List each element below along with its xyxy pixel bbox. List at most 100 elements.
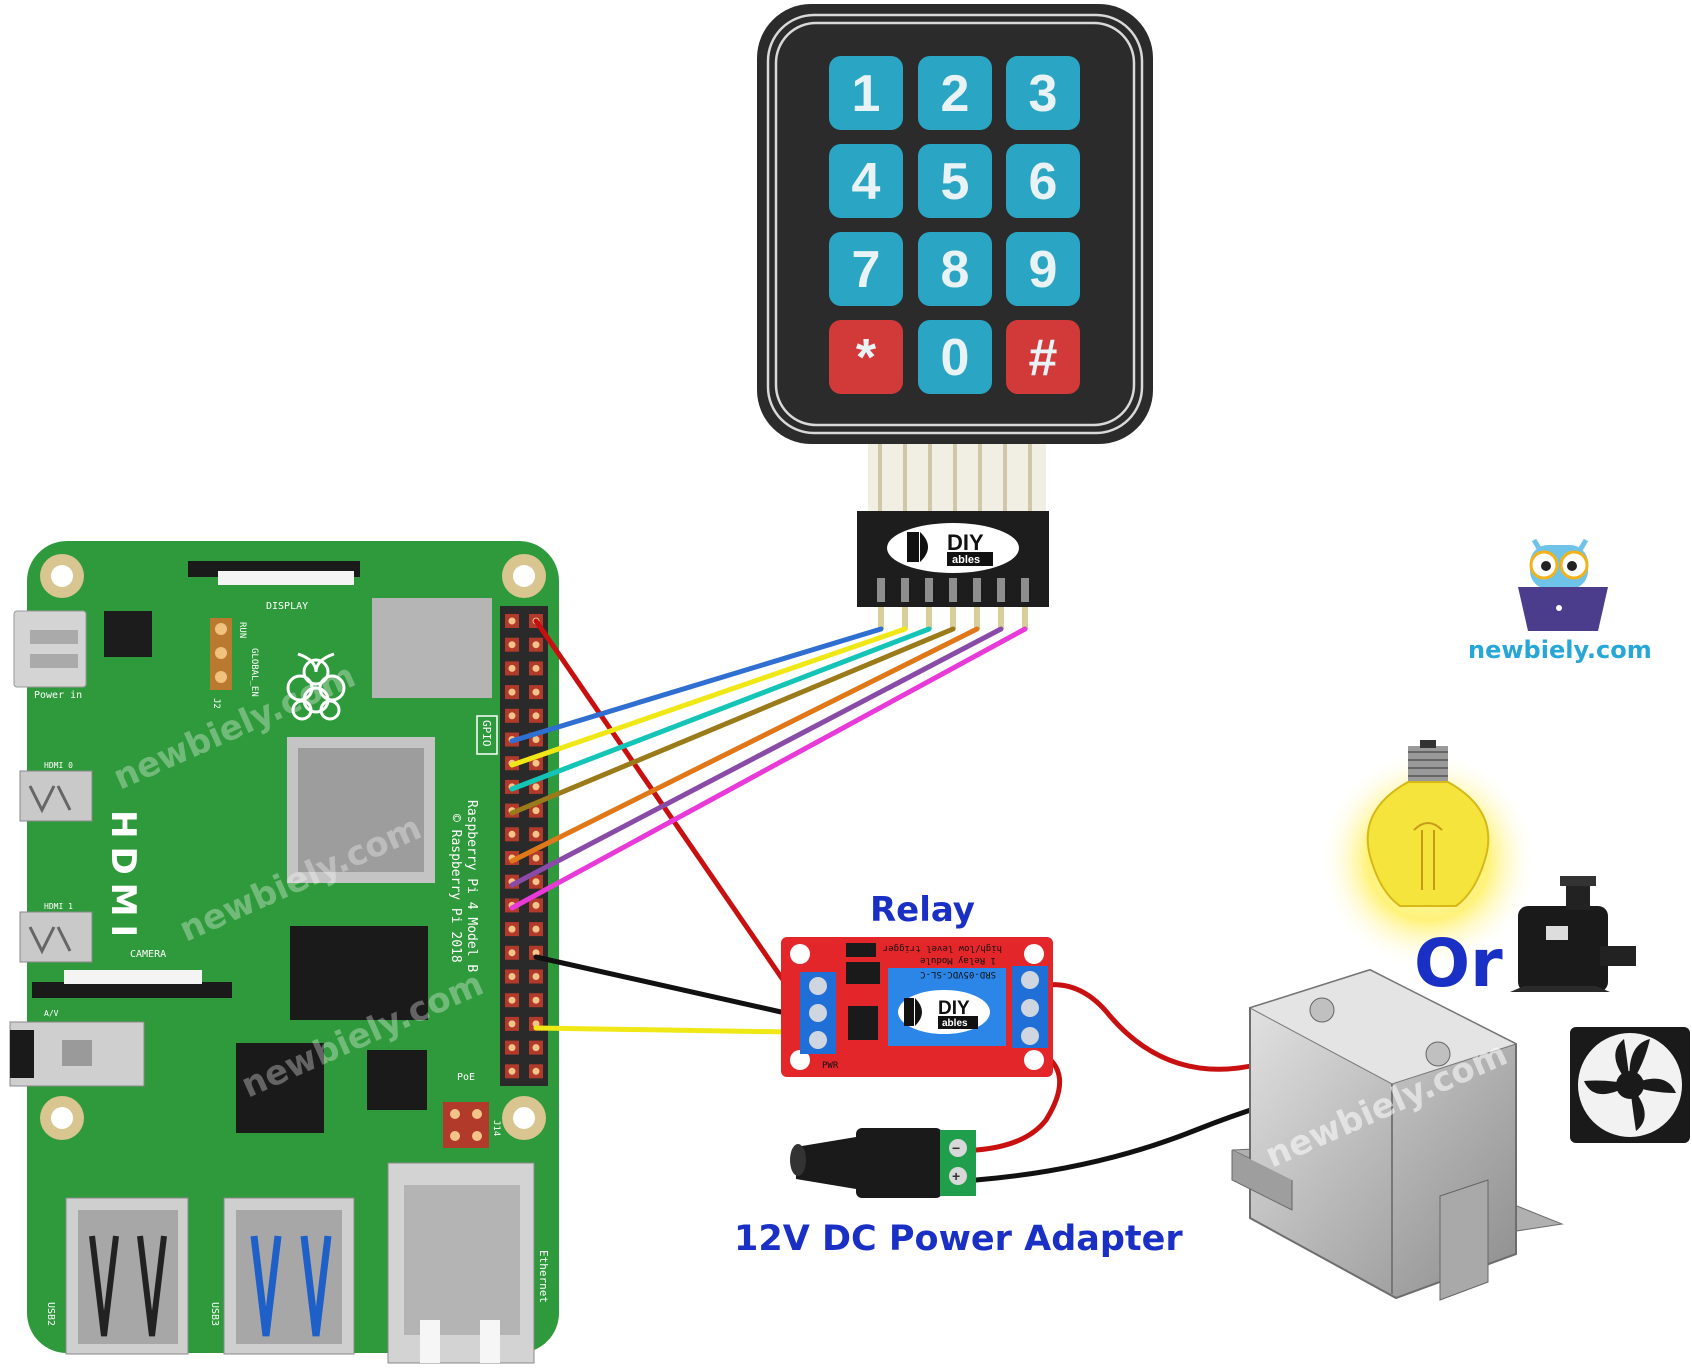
- fan-icon: [1570, 1027, 1690, 1143]
- power-in-port: [13, 610, 87, 688]
- key-6[interactable]: 6: [1006, 144, 1080, 218]
- j2-label: J2: [211, 698, 221, 709]
- hdmi0-port: [19, 770, 93, 822]
- keypad-logo-top: DIY: [947, 530, 984, 555]
- power-adapter-label: 12V DC Power Adapter: [734, 1219, 1183, 1259]
- connector-lead: [878, 607, 884, 629]
- wire-olive: [509, 626, 956, 816]
- keypad-logo-bottom: ables: [952, 554, 980, 566]
- wire-cyan: [509, 626, 932, 792]
- wire-magenta: [509, 626, 1028, 911]
- j14-label: J14: [491, 1120, 501, 1136]
- poe-header: [443, 1102, 489, 1148]
- relay-part: SRD-05VDC-SL-C: [920, 969, 996, 979]
- connector-lead: [950, 607, 956, 629]
- gpio-header: [500, 606, 548, 1086]
- wire-black-gnd: [533, 954, 793, 1017]
- model-line2: © Raspberry Pi 2018: [448, 814, 463, 963]
- run-label: RUN: [237, 622, 247, 638]
- key-9[interactable]: 9: [1006, 232, 1080, 306]
- ram-chip: [290, 926, 428, 1020]
- hdmi1-port: [19, 911, 93, 963]
- wire-yellow: [509, 626, 908, 768]
- ethernet-port: [387, 1162, 535, 1364]
- wire-purple: [509, 626, 1004, 888]
- mounting-holes: [40, 554, 546, 1140]
- wire-blue: [509, 626, 884, 744]
- wire-red-adapter: [973, 1049, 1062, 1153]
- wire-black-adapter-lock: [973, 1097, 1285, 1183]
- relay-label: Relay: [870, 890, 975, 930]
- svg-text:+: +: [952, 1168, 960, 1184]
- key-2[interactable]: 2: [918, 56, 992, 130]
- gpio-label: GPIO: [480, 720, 493, 747]
- connector-pin: [997, 578, 1005, 602]
- connector-pin: [901, 578, 909, 602]
- usb2-label: USB2: [45, 1302, 56, 1326]
- key-label: 3: [1029, 65, 1058, 123]
- key-label: 1: [852, 65, 881, 123]
- dc-jack-icon: − +: [790, 1128, 976, 1198]
- connector-lead: [1022, 607, 1028, 629]
- key-4[interactable]: 4: [829, 144, 903, 218]
- hdmi1-label: HDMI 1: [44, 902, 73, 911]
- usb-controller-chip: [236, 1043, 324, 1133]
- connector-lead: [902, 607, 908, 629]
- owl-laptop-icon: [1518, 538, 1608, 631]
- raspberry-logo-icon: [286, 652, 346, 721]
- or-label: Or: [1414, 925, 1503, 1002]
- relay-logo-bottom: ables: [942, 1018, 968, 1029]
- key-1[interactable]: 1: [829, 56, 903, 130]
- wire-red-com-lock: [1037, 982, 1263, 1072]
- key-7[interactable]: 7: [829, 232, 903, 306]
- connector-pin: [949, 578, 957, 602]
- brand-site-label: newbiely.com: [1468, 636, 1652, 664]
- solenoid-lock-icon: newbiely.com: [1231, 968, 1564, 1301]
- display-label: DISPLAY: [266, 601, 308, 612]
- key-label: 2: [941, 65, 970, 123]
- relay-module: SRD-05VDC-SL-C DIY ables 1 Relay Module …: [781, 937, 1053, 1077]
- model-line1: Raspberry Pi 4 Model B: [464, 800, 479, 972]
- key-0[interactable]: 0: [918, 320, 992, 394]
- key-8[interactable]: 8: [918, 232, 992, 306]
- key-hash[interactable]: #: [1006, 320, 1080, 394]
- connector-pin: [925, 578, 933, 602]
- key-5[interactable]: 5: [918, 144, 992, 218]
- camera-connector: [32, 982, 232, 998]
- key-star[interactable]: *: [829, 320, 903, 394]
- relay-title: 1 Relay Module: [920, 955, 996, 965]
- relay-subtitle: high/low level trigger: [882, 943, 1002, 953]
- pmic-chip: [367, 1050, 427, 1110]
- key-label: #: [1029, 329, 1058, 387]
- key-label: 6: [1029, 153, 1058, 211]
- power-in-label: Power in: [34, 690, 82, 701]
- key-label: 9: [1029, 241, 1058, 299]
- key-3[interactable]: 3: [1006, 56, 1080, 130]
- key-label: 0: [941, 329, 970, 387]
- relay-logo-top: DIY: [938, 998, 970, 1019]
- connector-lead: [998, 607, 1004, 629]
- water-pump-icon: [1510, 876, 1636, 992]
- connector-lead: [974, 607, 980, 629]
- key-label: 5: [941, 153, 970, 211]
- usb2-port: [65, 1197, 189, 1355]
- key-label: 4: [852, 153, 881, 211]
- usb3-port: [223, 1197, 355, 1355]
- key-label: *: [856, 329, 877, 387]
- raspberry-pi-board: DISPLAY Power in RUN GLOBAL_EN J2: [9, 541, 559, 1364]
- connector-pin: [973, 578, 981, 602]
- relay-pwr: PWR: [822, 1061, 839, 1071]
- poe-label: PoE: [457, 1072, 475, 1083]
- key-label: 8: [941, 241, 970, 299]
- connector-pin: [877, 578, 885, 602]
- camera-label: CAMERA: [130, 949, 166, 960]
- global-en-label: GLOBAL_EN: [249, 648, 259, 697]
- light-bulb-icon: [1318, 740, 1538, 970]
- connector-lead: [926, 607, 932, 629]
- hdmi0-label: HDMI 0: [44, 761, 73, 770]
- chip-small: [104, 611, 152, 657]
- connector-pin: [1021, 578, 1029, 602]
- av-label: A/V: [44, 1009, 59, 1018]
